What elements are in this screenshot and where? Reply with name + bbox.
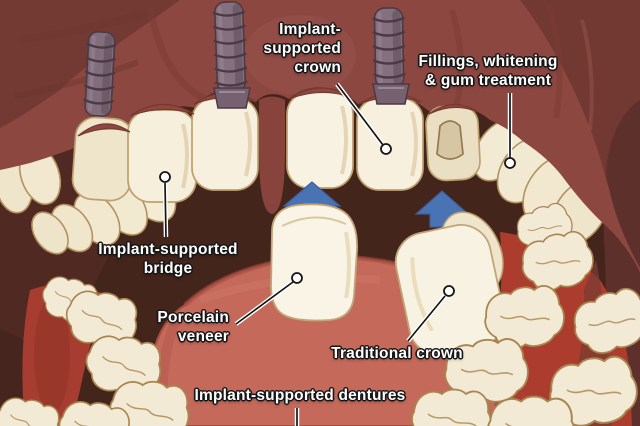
label-fillings-whitening-gum-treatment: Fillings, whitening & gum treatment — [418, 53, 558, 89]
label-implant-supported-crown: Implant- supported crown — [263, 21, 341, 76]
callout-veneer — [234, 272, 303, 326]
callout-traditional-crown — [406, 285, 455, 343]
front-teeth-shading — [181, 105, 418, 189]
upper-gum — [0, 0, 640, 272]
callout-implant-crown — [335, 82, 392, 155]
label-implant-supported-bridge: Implant-supported bridge — [98, 241, 238, 277]
label-implant-supported-dentures: Implant-supported dentures — [194, 387, 406, 404]
label-porcelain-veneer: Porcelain veneer — [157, 309, 229, 345]
callout-dot — [159, 171, 171, 183]
callout-dot — [504, 157, 516, 169]
implant-screw-right — [372, 7, 406, 89]
tooth-filling-inlay — [436, 120, 464, 160]
implant-screw-left — [82, 31, 117, 117]
porcelain-veneer-tooth — [270, 203, 358, 322]
callout-dot — [443, 285, 455, 297]
callout-dot — [380, 143, 392, 155]
callouts — [159, 82, 516, 426]
implant-screw-center — [212, 1, 248, 93]
upper-front-teeth — [71, 91, 481, 203]
lower-left-gum-shadow — [34, 297, 70, 413]
label-traditional-crown: Traditional crown — [331, 345, 463, 362]
missing-tooth-gap — [259, 96, 285, 214]
callout-bridge — [159, 171, 171, 238]
callout-fillings — [504, 93, 516, 169]
implant-collars — [213, 83, 410, 109]
callout-dot — [291, 272, 303, 284]
